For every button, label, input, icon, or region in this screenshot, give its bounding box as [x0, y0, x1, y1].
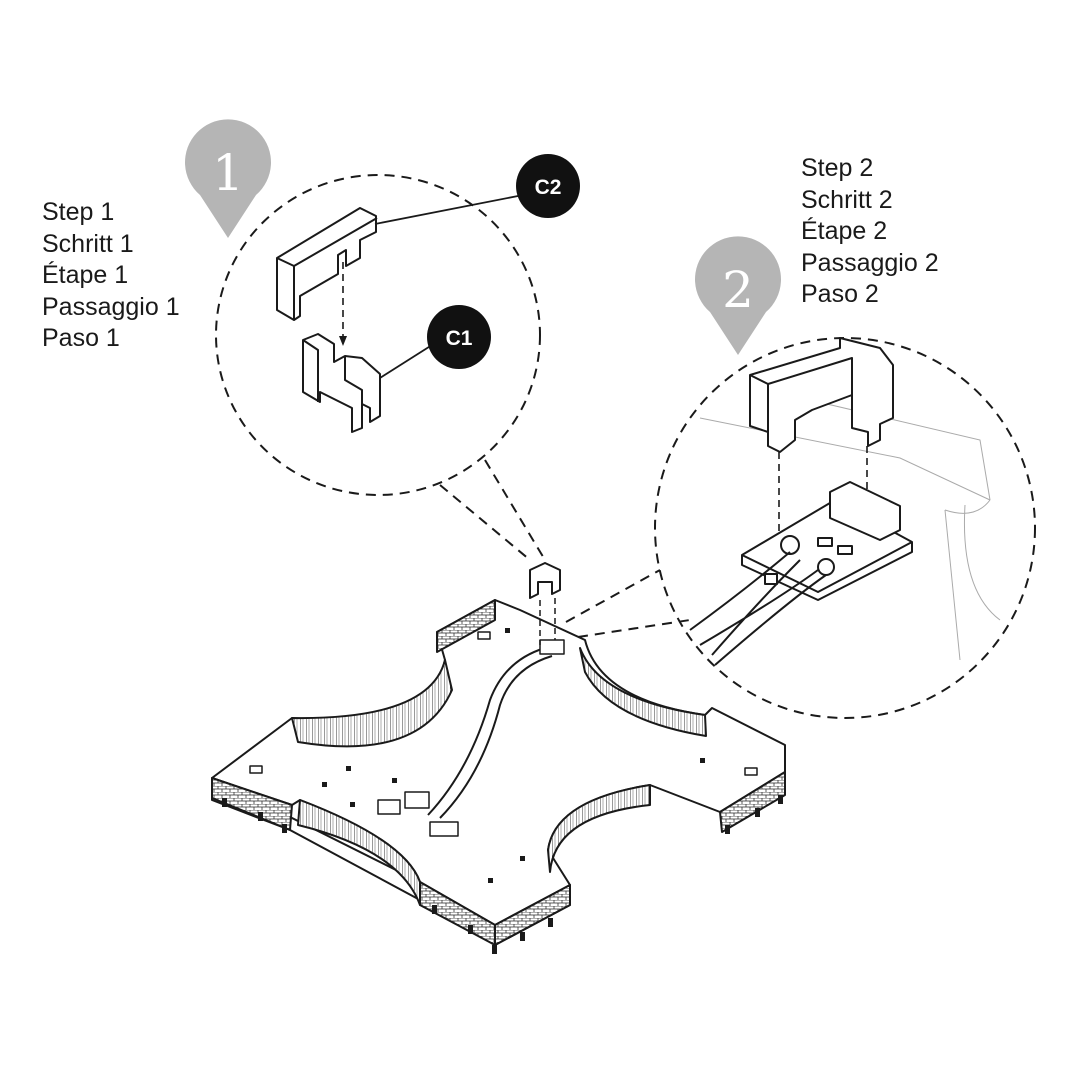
step1-line-it: Passaggio 1	[42, 292, 180, 321]
badge-c1-label: C1	[446, 327, 473, 350]
pcb-board	[741, 481, 913, 601]
wall-lower-right	[547, 784, 651, 873]
step1-line-es: Paso 1	[42, 324, 120, 352]
step2-pin-number: 2	[722, 261, 754, 319]
step2-line-fr: Étape 2	[801, 217, 888, 245]
wall-upper-right	[579, 647, 707, 737]
badge-c1: C1	[427, 305, 491, 369]
platform-components	[249, 631, 758, 837]
corner-left	[211, 777, 293, 831]
step2-line-en: Step 2	[801, 154, 874, 182]
part-c1	[302, 333, 381, 433]
step2-line-it: Passaggio 2	[801, 248, 939, 277]
step2-instructions: Step 2 Schritt 2 Étape 2 Passaggio 2 Pas…	[801, 153, 939, 311]
step1-instructions: Step 1 Schritt 1 Étape 1 Passaggio 1 Pas…	[42, 197, 180, 355]
platform-feet	[222, 795, 783, 954]
corner-top	[436, 599, 496, 653]
detail-circle-step2	[565, 337, 1036, 719]
step2-line-es: Paso 2	[801, 280, 879, 308]
step2-line-de: Schritt 2	[801, 185, 893, 214]
connector-cap	[749, 337, 894, 453]
mounting-holes	[322, 628, 705, 883]
cable	[689, 551, 827, 666]
platform-base	[211, 562, 786, 954]
cable-channel	[427, 647, 546, 816]
step2-pin: 2	[695, 236, 781, 355]
badge-c2: C2	[516, 154, 580, 218]
step1-line-de: Schritt 1	[42, 229, 134, 258]
step1-pin-number: 1	[212, 144, 244, 202]
connector-clip-small	[529, 562, 561, 599]
wall-upper-left	[291, 659, 453, 748]
step1-line-en: Step 1	[42, 198, 115, 226]
corner-right	[719, 771, 786, 833]
step1-pin: 1	[184, 119, 271, 238]
step1-line-fr: Étape 1	[42, 261, 129, 289]
detail-circle-step1	[215, 174, 546, 561]
corner-bottom-right	[494, 884, 571, 946]
part-c2	[276, 207, 378, 321]
badge-c2-label: C2	[535, 176, 562, 199]
